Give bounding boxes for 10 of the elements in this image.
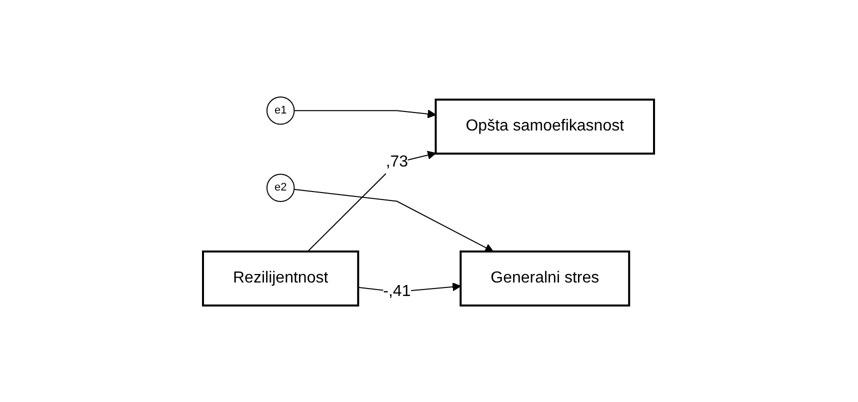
node-box: Opšta samoefikasnost xyxy=(435,98,656,154)
node-box: Rezilijentnost xyxy=(202,250,360,306)
arrow xyxy=(294,188,494,252)
arrow xyxy=(294,109,437,118)
node-circle: e2 xyxy=(266,174,296,202)
node-circle: e1 xyxy=(266,96,296,124)
edge-label: -,41 xyxy=(384,282,412,300)
arrow xyxy=(308,150,437,252)
edge-label: ,73 xyxy=(386,153,409,170)
node-box: Generalni stres xyxy=(460,250,631,306)
